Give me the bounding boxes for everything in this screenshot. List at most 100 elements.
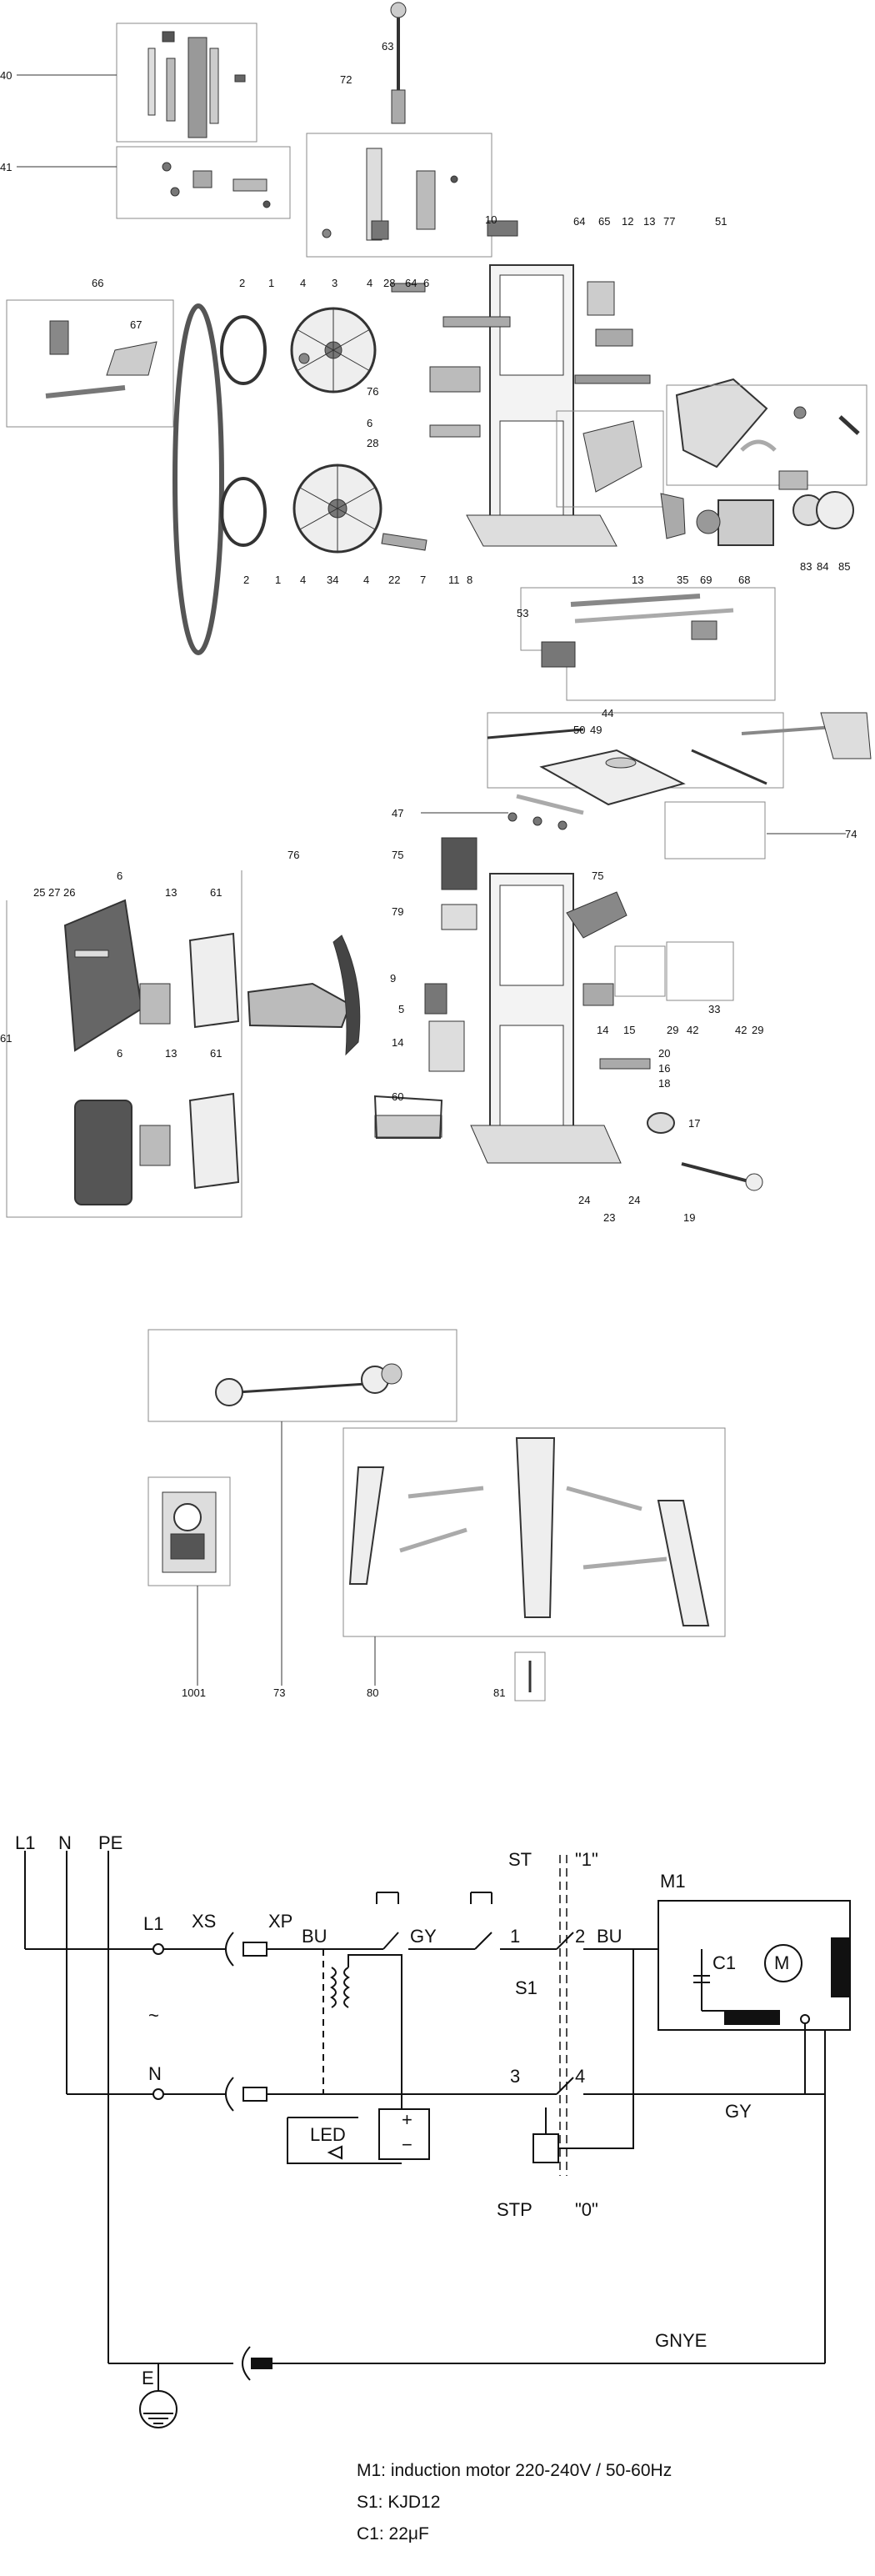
motor-label-m1: M1 [660,1871,686,1892]
part-label: 24 [628,1194,640,1206]
led-label: LED [310,2124,346,2145]
part-label: 28 [383,277,395,289]
socket-label-xs: XS [192,1911,216,1932]
wiring-labels: L1 N PE L1 N XS XP BU GY ST "1" 1 2 BU M… [15,1832,789,2388]
part-label: 61 [0,1032,12,1045]
part-label: 47 [392,807,403,819]
part-label: 50 [573,724,585,736]
part-label: 77 [663,215,675,228]
part-label: 20 [658,1047,670,1060]
part-label: 33 [708,1003,720,1015]
part-label: 41 [0,161,12,173]
part-label: 22 [388,574,400,586]
contact-4: 4 [575,2066,585,2087]
plug-label-xp: XP [268,1911,292,1932]
part-label: 69 [700,574,712,586]
part-label: 49 [590,724,602,736]
part-label: 1001 [182,1686,206,1699]
wire-color-bu: BU [302,1926,328,1947]
part-label: 26 [63,886,75,899]
part-label: 85 [838,560,850,573]
part-81 [514,1651,546,1701]
part-label: 73 [273,1686,285,1699]
part-label: 13 [632,574,643,586]
part-label: 29 [667,1024,678,1036]
group-box-41 [17,146,291,219]
part-label: 29 [752,1024,763,1036]
part-label: 65 [598,215,610,228]
part-label: 18 [658,1077,670,1090]
part-label: 13 [165,1047,177,1060]
part-label: 2 [243,574,249,586]
capacitor-label-c1: C1 [712,1952,736,1973]
part-label: 6 [367,417,372,429]
part-label: 76 [288,849,299,861]
part-label: 40 [0,69,12,82]
part-labels: 40 41 63 72 66 67 2 1 4 3 4 28 64 6 10 6… [0,40,857,1699]
part-label: 7 [420,574,426,586]
switch-state-1: "1" [575,1849,598,1870]
door-group-61 [6,870,242,1218]
part-label: 2 [239,277,245,289]
part-label: 75 [392,849,403,861]
main-frame-middle [373,837,763,1191]
wheel-kit-73 [148,1329,458,1422]
part-label: 74 [845,828,857,840]
wire-label-l1: L1 [15,1832,35,1853]
part-label: 27 [48,886,60,899]
part-label: 8 [467,574,472,586]
part-label: 64 [405,277,417,289]
part-label: 34 [327,574,338,586]
wire-color-gy-2: GY [725,2101,752,2122]
part-label: 42 [735,1024,747,1036]
part-label: 61 [210,1047,222,1060]
part-label: 42 [687,1024,698,1036]
part-label: 66 [92,277,103,289]
switch-state-0: "0" [575,2199,598,2220]
wiring-diagram [24,1851,851,2428]
table-44 [487,712,872,860]
part-label: 76 [367,385,378,398]
wire-label-pe: PE [98,1832,122,1853]
rectifier-plus: + [402,2109,412,2130]
group-box-53 [520,587,776,701]
switch-label-s1: S1 [515,1977,538,1998]
part-label: 60 [392,1090,403,1103]
terminal-label-n: N [148,2063,162,2084]
upper-wheel-3 [220,307,377,393]
group-box-66 [6,299,174,428]
part-label: 79 [392,905,403,918]
lower-wheel-34 [220,464,428,554]
part-label: 63 [382,40,393,53]
ac-symbol: ~ [148,2005,159,2026]
part-label: 9 [390,972,396,985]
part-label: 6 [117,870,122,882]
part-label: 4 [363,574,369,586]
part-label: 1 [275,574,281,586]
rectifier-minus: − [402,2134,412,2155]
part-label: 6 [117,1047,122,1060]
part-label: 72 [340,73,352,86]
part-label: 15 [623,1024,635,1036]
part-label: 12 [622,215,633,228]
part-label: 44 [602,707,613,719]
wire-color-gnye: GNYE [655,2330,707,2351]
blade-guide-upper [574,281,651,384]
leader-lines [197,1421,376,1686]
part-47 [421,812,568,830]
saw-band [172,303,224,655]
part-label: 16 [658,1062,670,1075]
part-label: 6 [423,277,429,289]
part-label: 80 [367,1686,378,1699]
part-label: 14 [597,1024,608,1036]
part-label: 53 [517,607,528,619]
part-63-rod [390,2,407,124]
contact-3: 3 [510,2066,520,2087]
part-label: 35 [677,574,688,586]
part-label: 25 [33,886,45,899]
wire-color-gy: GY [410,1926,437,1947]
part-label: 13 [165,886,177,899]
part-label: 64 [573,215,585,228]
